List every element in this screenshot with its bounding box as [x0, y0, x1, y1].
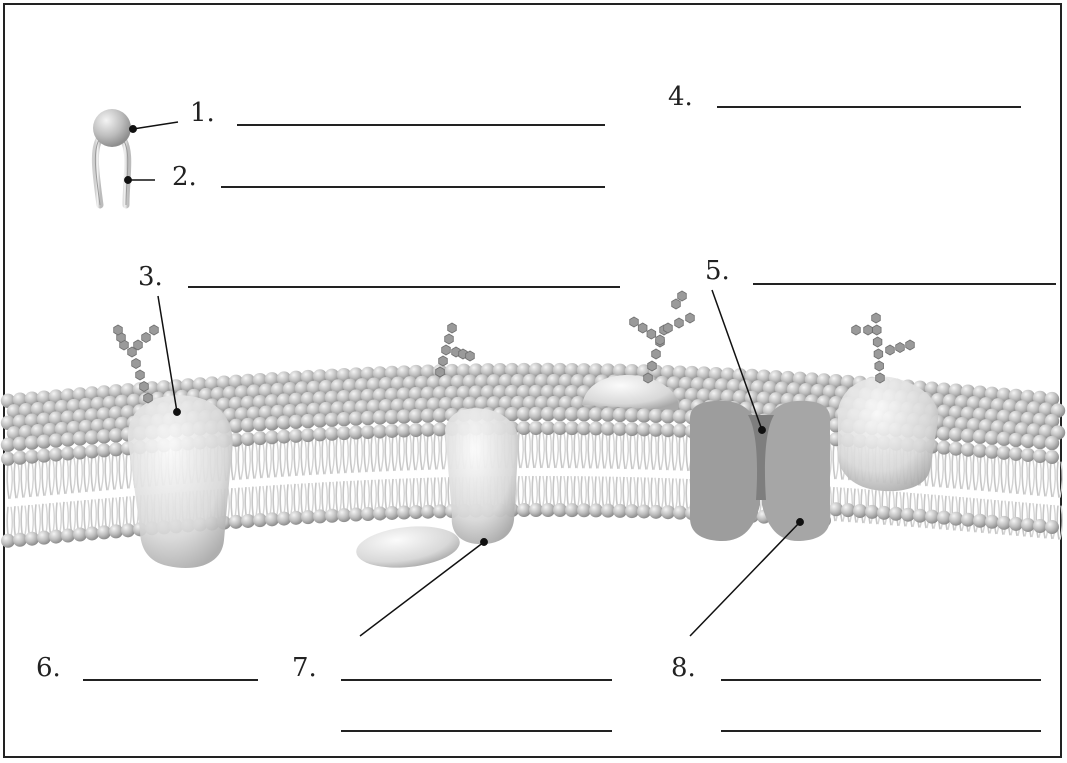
answer-blank-8a[interactable]: [721, 679, 1041, 681]
answer-blank-1[interactable]: [237, 124, 605, 126]
peripheral-protein: [354, 522, 462, 573]
label-7: 7.: [292, 655, 317, 681]
answer-blank-4[interactable]: [717, 106, 1021, 108]
answer-blank-5[interactable]: [753, 283, 1056, 285]
answer-blank-8b[interactable]: [721, 730, 1041, 732]
label-3: 3.: [138, 264, 163, 290]
answer-blank-3[interactable]: [188, 286, 620, 288]
label-8: 8.: [671, 655, 696, 681]
label-4: 4.: [668, 84, 693, 110]
label-1: 1.: [190, 100, 215, 126]
label-5: 5.: [705, 258, 730, 284]
phospholipid-legend: [93, 109, 131, 205]
answer-blank-6[interactable]: [83, 679, 258, 681]
phosphate-head-icon: [93, 109, 131, 147]
answer-blank-7b[interactable]: [341, 730, 612, 732]
integral-protein-middle: [445, 408, 519, 544]
answer-blank-7a[interactable]: [341, 679, 612, 681]
label-6: 6.: [36, 655, 61, 681]
glycoprotein-right: [838, 377, 938, 492]
label-2: 2.: [172, 164, 197, 190]
answer-blank-2[interactable]: [221, 186, 605, 188]
glycoprotein-left: [128, 395, 233, 568]
